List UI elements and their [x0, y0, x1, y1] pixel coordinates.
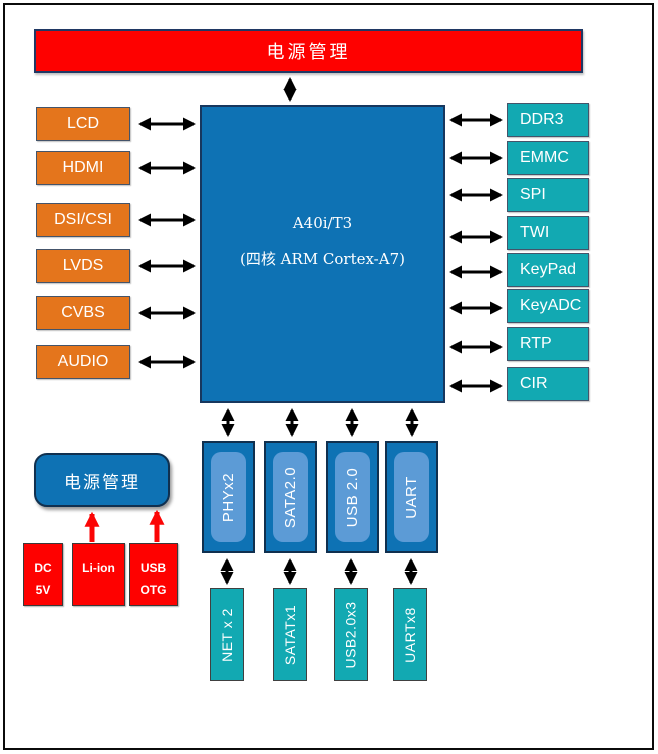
source-liion-line1: Li-ion: [82, 561, 115, 575]
port-spi-label: SPI: [520, 186, 546, 203]
diagram-border: [3, 3, 654, 750]
pmu-box: 电源管理: [34, 453, 170, 507]
port-ddr3-label: DDR3: [520, 111, 564, 128]
controller-usb-label: USB 2.0: [344, 467, 361, 527]
controller-uart: UART: [385, 441, 438, 553]
power-management-bar: 电源管理: [34, 29, 583, 73]
port-lvds: LVDS: [36, 249, 130, 283]
source-liion: Li-ion: [72, 543, 125, 606]
port-keyadc-label: KeyADC: [520, 297, 582, 314]
source-dc5v-line2: 5V: [35, 583, 51, 597]
controller-phy-label: PHYx2: [220, 472, 237, 522]
port-audio-label: AUDIO: [57, 353, 109, 370]
interface-net-label: NET x 2: [219, 607, 235, 662]
port-twi-label: TWI: [520, 224, 550, 241]
interface-sata: SATATx1: [273, 588, 307, 681]
interface-uart-label: UARTx8: [402, 606, 418, 663]
port-rtp-label: RTP: [520, 335, 552, 352]
port-spi: SPI: [507, 178, 589, 212]
soc-subtitle: (四核 ARM Cortex-A7): [240, 249, 405, 268]
port-emmc: EMMC: [507, 141, 589, 175]
port-rtp: RTP: [507, 327, 589, 361]
controller-phy-pill: [211, 452, 246, 542]
controller-usb: USB 2.0: [326, 441, 379, 553]
power-management-bar-label: 电源管理: [266, 42, 351, 63]
port-keypad-label: KeyPad: [520, 261, 577, 278]
interface-usb-label: USB2.0x3: [343, 600, 360, 669]
pmu-box-label: 电源管理: [64, 472, 140, 493]
port-twi: TWI: [507, 216, 589, 250]
port-lvds-label: LVDS: [62, 257, 104, 274]
controller-sata-pill: [273, 452, 308, 542]
port-audio: AUDIO: [36, 345, 130, 379]
soc-title: A40i/T3: [292, 213, 353, 232]
source-usbotg-line2: OTG: [140, 583, 167, 597]
port-dsi-csi-label: DSI/CSI: [54, 211, 112, 228]
port-hdmi-label: HDMI: [62, 159, 104, 176]
controller-uart-pill: [394, 452, 429, 542]
port-lcd: LCD: [36, 107, 130, 141]
interface-uart: UARTx8: [393, 588, 427, 681]
port-emmc-label: EMMC: [520, 149, 569, 166]
controller-usb-pill: [335, 452, 370, 542]
port-keyadc: KeyADC: [507, 289, 589, 323]
port-cvbs: CVBS: [36, 296, 130, 330]
source-usbotg: USB OTG: [129, 543, 178, 606]
port-cir-label: CIR: [520, 375, 548, 392]
port-dsi-csi: DSI/CSI: [36, 203, 130, 237]
port-lcd-label: LCD: [66, 115, 99, 132]
port-cvbs-label: CVBS: [61, 304, 105, 321]
controller-phy: PHYx2: [202, 441, 255, 553]
port-keypad: KeyPad: [507, 253, 589, 287]
controller-sata: SATA2.0: [264, 441, 317, 553]
interface-usb: USB2.0x3: [334, 588, 368, 681]
interface-sata-label: SATATx1: [282, 604, 299, 665]
soc-box: A40i/T3 (四核 ARM Cortex-A7): [200, 105, 445, 403]
port-cir: CIR: [507, 367, 589, 401]
source-usbotg-line1: USB: [140, 561, 167, 575]
source-dc5v-line1: DC: [34, 561, 52, 575]
interface-net: NET x 2: [210, 588, 244, 681]
controller-uart-label: UART: [403, 475, 420, 519]
port-hdmi: HDMI: [36, 151, 130, 185]
source-dc5v: DC 5V: [23, 543, 63, 606]
port-ddr3: DDR3: [507, 103, 589, 137]
controller-sata-label: SATA2.0: [282, 466, 299, 528]
